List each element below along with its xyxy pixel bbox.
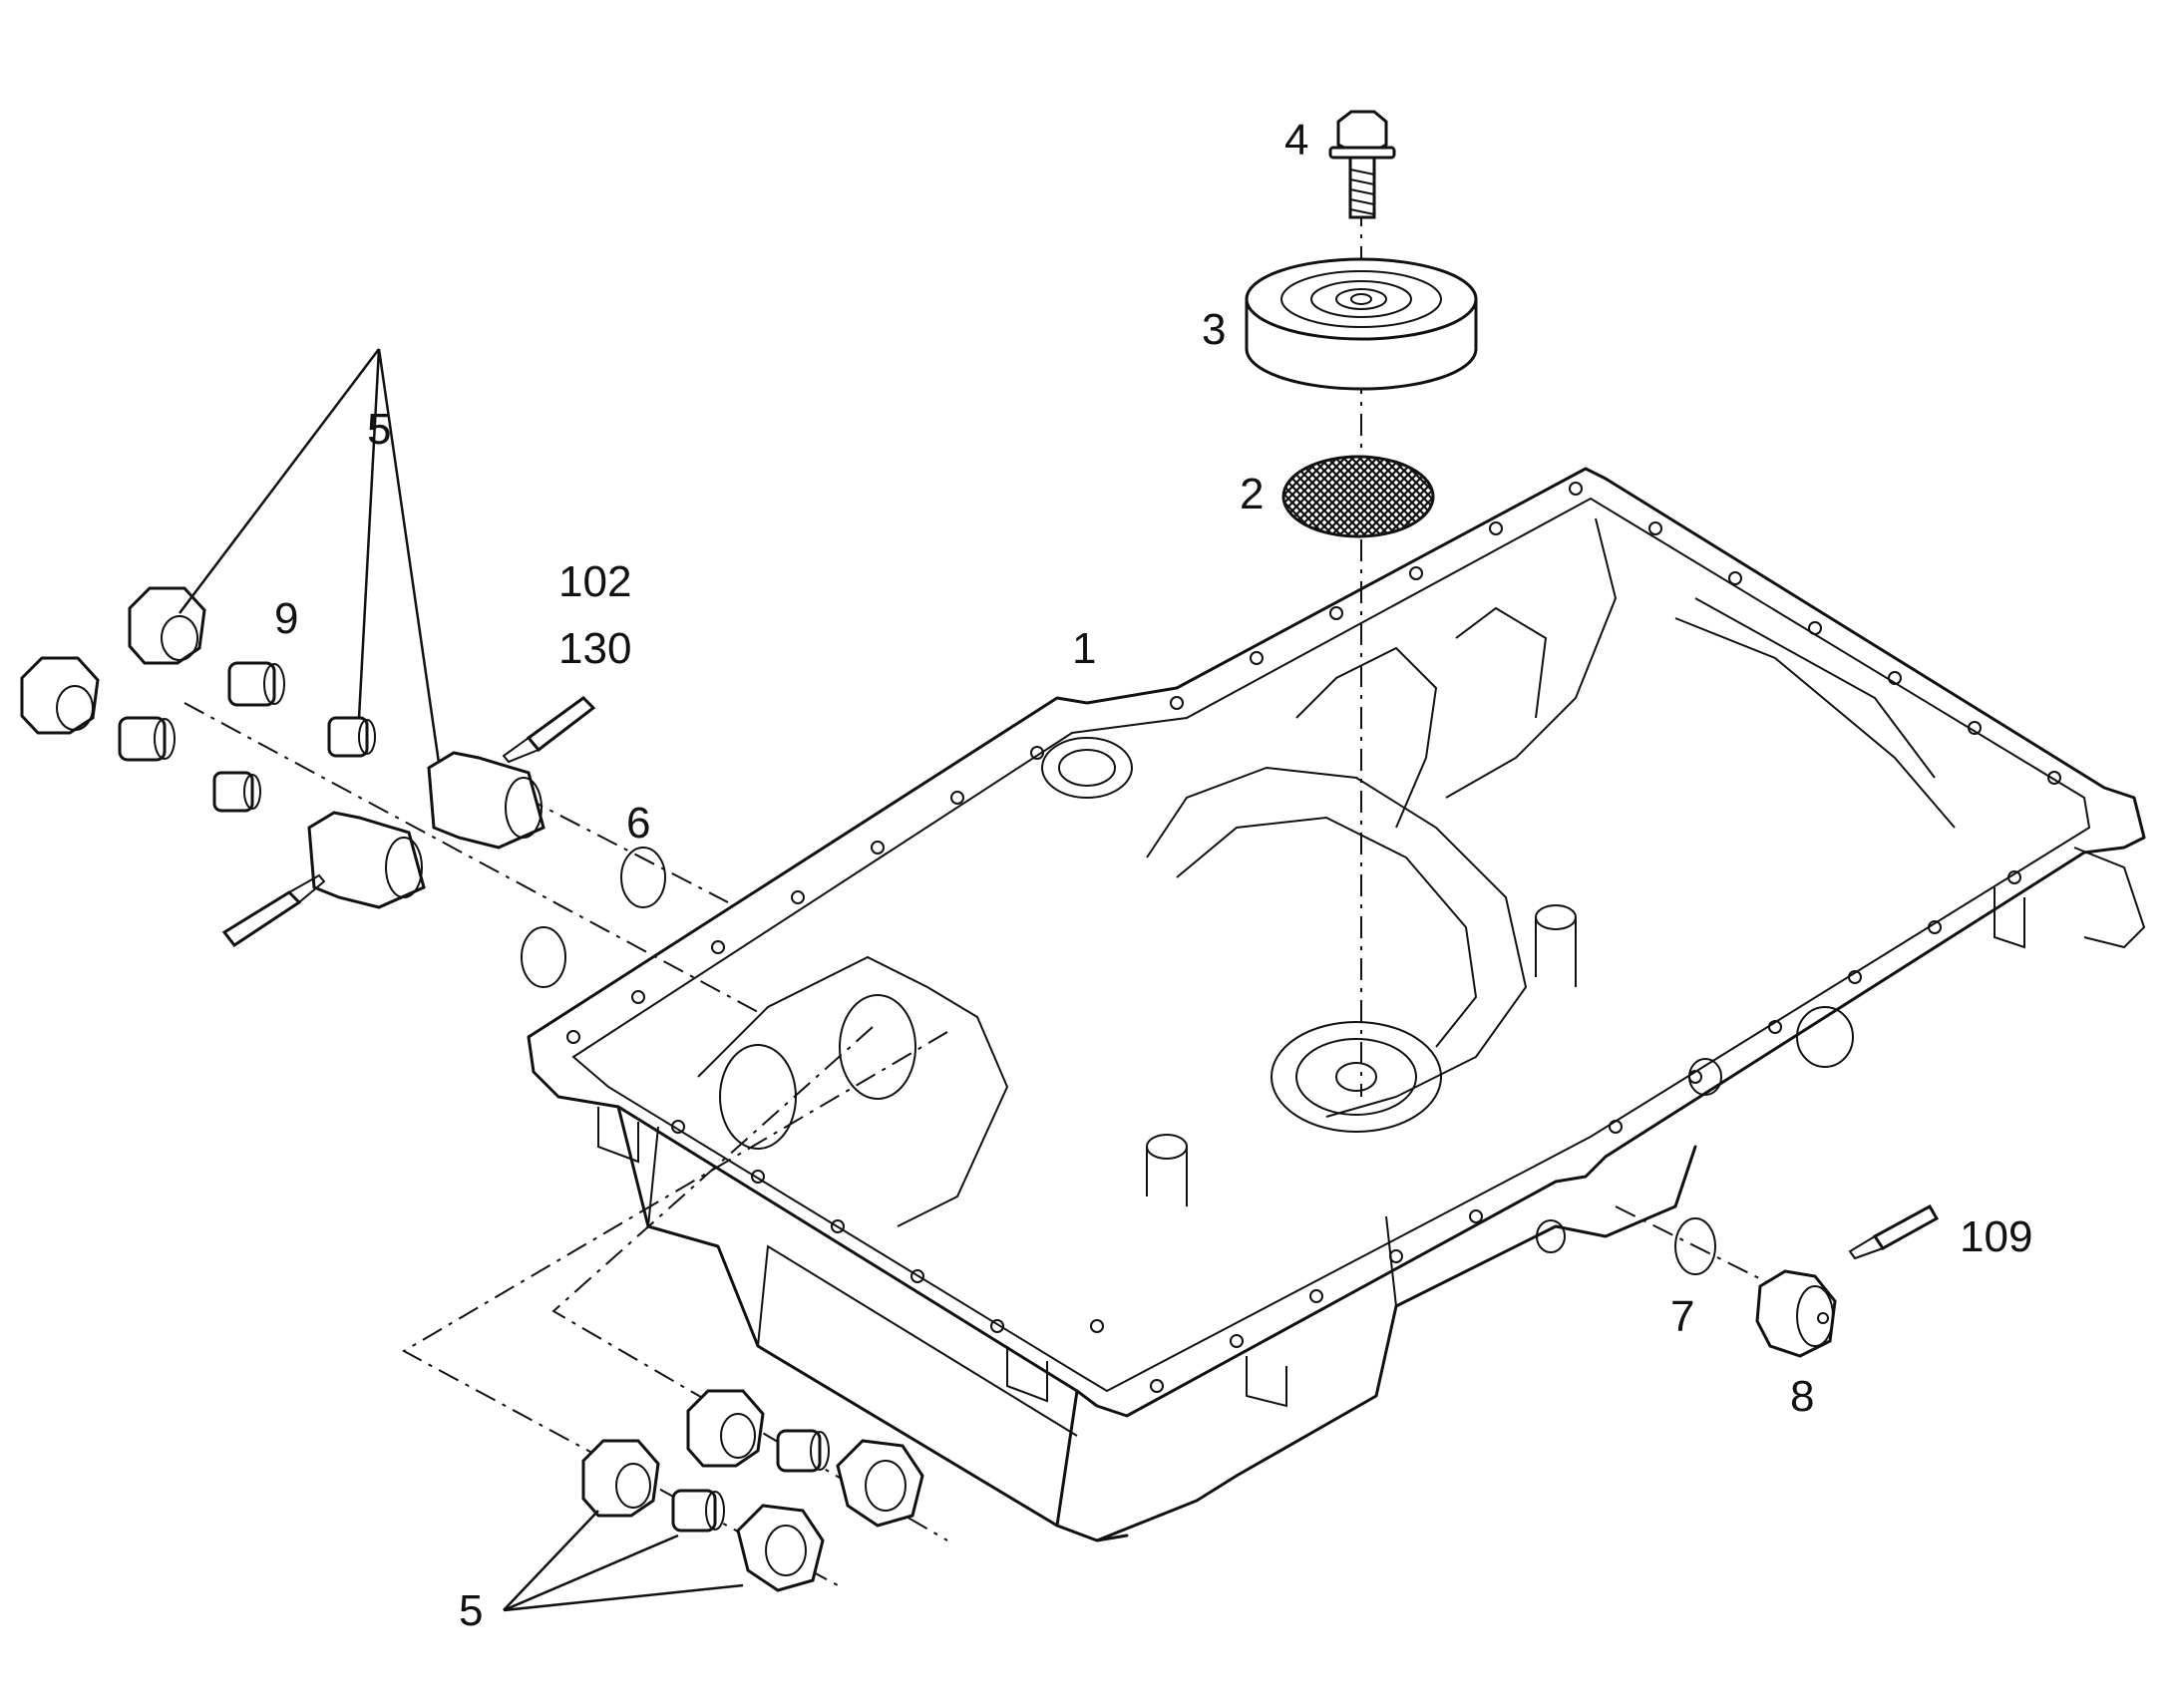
callout-sealant-b: 130 [558,624,631,673]
sealant-tube-upper [502,696,596,764]
leader-lines [179,348,744,1612]
bolt [1328,110,1396,219]
callout-oil-pan: 1 [1072,624,1096,673]
strainer-screen [1281,455,1435,538]
fitting-group-lower [581,1389,924,1592]
callout-ring-right: 7 [1670,1292,1694,1341]
sealant-tube-right [1848,1203,1940,1260]
callout-sealant-a: 102 [558,557,631,606]
drain-plug [1755,1269,1837,1358]
callout-fitting-top: 5 [367,405,391,454]
callout-ring-left: 6 [626,799,650,848]
o-ring-right [1674,1217,1716,1275]
callout-strainer-screen: 2 [1240,470,1264,518]
assembly-center-lines [183,204,1836,1586]
callout-fitting-bottom: 5 [459,1586,483,1635]
sealant-tube-left [221,873,326,948]
cover [1245,257,1478,391]
flange-bolt-holes [566,482,2061,1393]
callout-sealant-c: 109 [1960,1212,2032,1261]
callout-bolt: 4 [1284,116,1308,165]
callout-cover: 3 [1202,305,1226,354]
callout-labels: 1 2 3 4 5 5 6 7 8 9 102 130 109 [274,116,2032,1635]
oil-pan-body [527,467,2146,1542]
callout-adapter: 9 [274,594,298,643]
callout-drain-plug: 8 [1790,1372,1814,1421]
